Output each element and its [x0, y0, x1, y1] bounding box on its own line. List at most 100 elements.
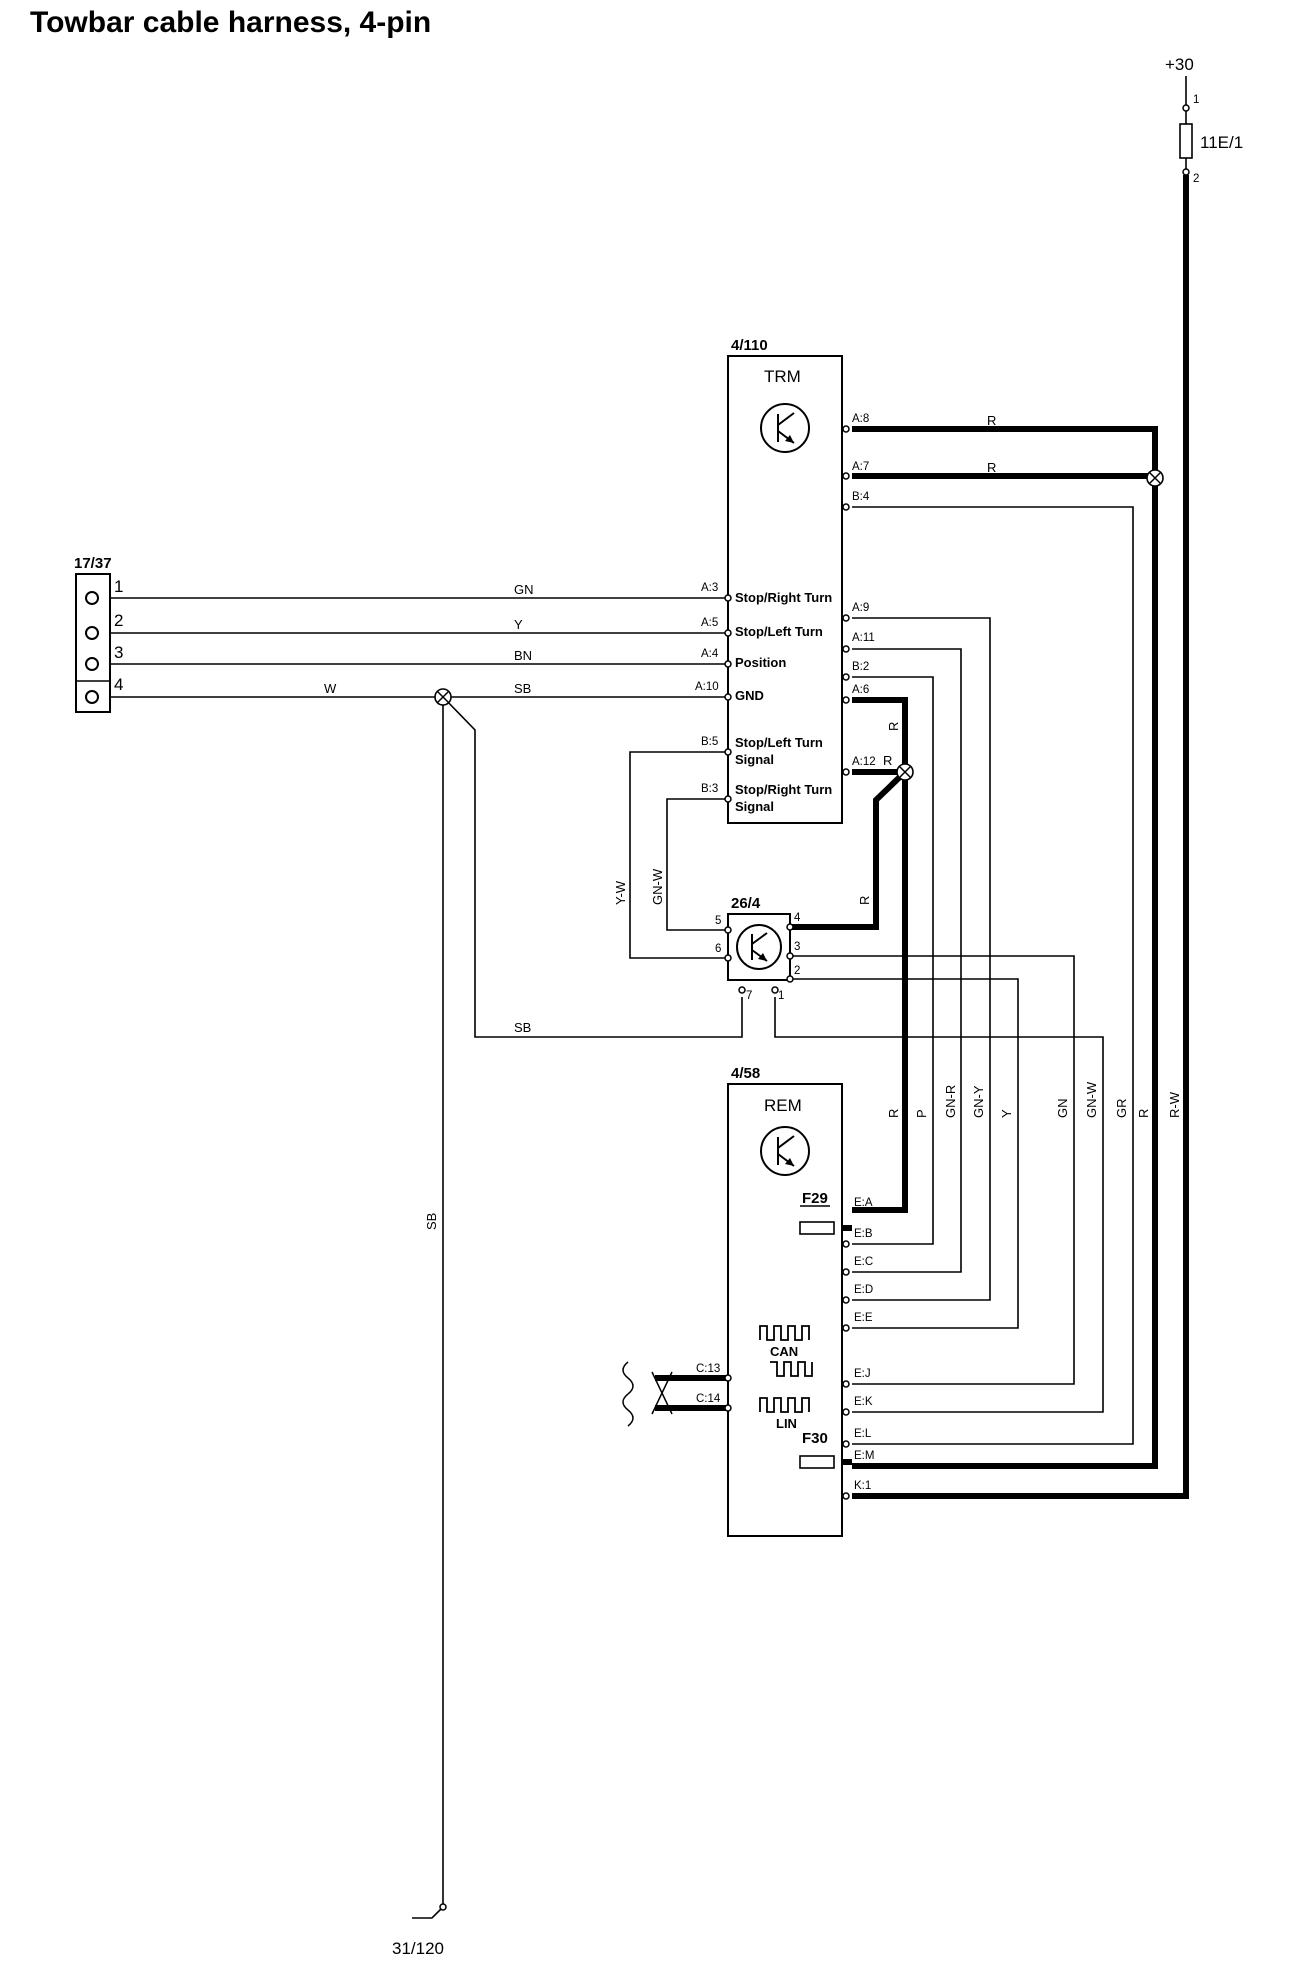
- rem-pin-ea: E:A: [854, 1197, 873, 1209]
- trm-pin-a9: A:9: [852, 602, 869, 614]
- wire-label-gnw-ek: GN-W: [1084, 1081, 1099, 1118]
- wire-label-r-ea: R: [886, 1109, 901, 1118]
- trm-func-signal-2: Signal: [735, 799, 774, 814]
- lin-bus-icon: [759, 1397, 810, 1413]
- fuse-f30-label: F30: [802, 1430, 828, 1447]
- rem-pin-em: E:M: [854, 1450, 874, 1462]
- diagram-title: Towbar cable harness, 4-pin: [30, 6, 431, 39]
- relay-26-4: 26/4 5 6 4 3 2 7 1: [715, 895, 801, 1002]
- ground-label: 31/120: [392, 1939, 444, 1958]
- trm-func-signal-1: Signal: [735, 752, 774, 767]
- trm-pin-a8: A:8: [852, 413, 869, 425]
- splice-sb: [434, 688, 452, 706]
- trm-pin-a6: A:6: [852, 684, 869, 696]
- fuse-f29: [799, 1221, 835, 1235]
- trm-func-position: Position: [735, 655, 786, 670]
- connector-ref: 17/37: [74, 555, 112, 572]
- trm-pin-a7: A:7: [852, 461, 869, 473]
- trm-pin-a11: A:11: [852, 632, 875, 644]
- relay-pin-3: 3: [794, 941, 800, 953]
- trm-func-stop-left: Stop/Left Turn: [735, 624, 823, 639]
- trm-pin-a5: A:5: [701, 617, 718, 629]
- rem-pin-ed: E:D: [854, 1284, 873, 1296]
- wire-label-r-a12: R: [883, 753, 892, 768]
- rem-pin-ej: E:J: [854, 1368, 871, 1380]
- fuse-label: 11E/1: [1200, 133, 1243, 152]
- rem-pin-dots: [724, 1240, 850, 1500]
- wire-label-gn: GN: [514, 582, 534, 597]
- lin-label: LIN: [776, 1416, 797, 1431]
- trm-func-stop-right: Stop/Right Turn: [735, 590, 832, 605]
- fuse-f29-label: F29: [802, 1190, 828, 1207]
- trm-func-gnd: GND: [735, 688, 764, 703]
- wire-label-yw: Y-W: [613, 880, 628, 905]
- power-label: +30: [1165, 55, 1194, 74]
- wire-label-w: W: [324, 681, 337, 696]
- fuse-11e1: [1179, 123, 1193, 159]
- rem-module: 4/58 REM F29 F30 CAN LIN C:13 C:14 E:: [696, 1065, 874, 1537]
- wire-label-gny: GN-Y: [971, 1085, 986, 1118]
- splice-r-top: [1146, 469, 1164, 487]
- connector-pin-1: 1: [114, 577, 123, 596]
- wire-label-r-a7: R: [987, 460, 996, 475]
- splice-points: [434, 469, 1164, 1911]
- trm-pin-a4: A:4: [701, 648, 719, 660]
- fuse-f30: [799, 1455, 835, 1469]
- trm-ref: 4/110: [731, 337, 768, 354]
- trm-pin-a3: A:3: [701, 582, 718, 594]
- connector-17-37: 17/37 1 2 3 4: [74, 555, 123, 713]
- can-label: CAN: [770, 1344, 798, 1359]
- trm-pin-b4: B:4: [852, 491, 870, 503]
- relay-pin-5: 5: [715, 915, 721, 927]
- rem-name: REM: [764, 1096, 802, 1115]
- wire-label-gnr: GN-R: [943, 1085, 958, 1118]
- connector-pin-3: 3: [114, 643, 123, 662]
- rem-pin-el: E:L: [854, 1428, 872, 1440]
- trm-pin-b5: B:5: [701, 736, 718, 748]
- wire-label-rw: R-W: [1167, 1091, 1182, 1118]
- relay-pin-4: 4: [794, 912, 801, 924]
- relay-pin-7: 7: [746, 990, 752, 1002]
- rem-transistor-icon: [760, 1126, 810, 1176]
- connector-pin-2: 2: [114, 611, 123, 630]
- wire-labels: GN Y BN W SB SB R R R R R Y-W GN-W R P G…: [324, 413, 1182, 1230]
- trm-pin-a10: A:10: [695, 681, 719, 693]
- wire-label-gr: GR: [1114, 1099, 1129, 1119]
- rem-pin-c14: C:14: [696, 1393, 721, 1405]
- trm-func-stop-right-signal: Stop/Right Turn: [735, 782, 832, 797]
- thin-wires: [110, 506, 1134, 1919]
- power-supply: +30 1 11E/1 2: [1165, 55, 1243, 185]
- wire-label-r-a8: R: [987, 413, 996, 428]
- wire-label-y: Y: [514, 617, 523, 632]
- wire-label-r-relay: R: [857, 896, 872, 905]
- relay-ref: 26/4: [731, 895, 761, 912]
- connector-pin-4: 4: [114, 675, 123, 694]
- rem-pin-ee: E:E: [854, 1312, 873, 1324]
- trm-pin-b3: B:3: [701, 783, 718, 795]
- fuse-pin-2: 2: [1193, 173, 1199, 185]
- relay-pin-1: 1: [778, 990, 784, 1002]
- trm-name: TRM: [764, 367, 801, 386]
- splice-r-middle: [896, 763, 914, 781]
- rem-pin-k1: K:1: [854, 1480, 871, 1492]
- wire-label-bn: BN: [514, 648, 532, 663]
- wire-label-p: P: [914, 1109, 929, 1118]
- wire-label-gnw-relay: GN-W: [650, 868, 665, 905]
- wire-label-y-ee: Y: [999, 1109, 1014, 1118]
- relay-transistor-icon: [736, 924, 782, 970]
- trm-pin-a12: A:12: [852, 756, 876, 768]
- wire-label-sb-ground: SB: [424, 1213, 439, 1230]
- ground-terminal: [439, 1903, 447, 1911]
- fuse-pin-1: 1: [1193, 94, 1199, 106]
- relay-pin-dots: [724, 923, 794, 994]
- wire-label-r-a6: R: [886, 722, 901, 731]
- trm-pin-dots: [724, 425, 850, 803]
- rem-ref: 4/58: [731, 1065, 760, 1082]
- relay-pin-2: 2: [794, 965, 800, 977]
- rem-pin-ek: E:K: [854, 1396, 873, 1408]
- wire-label-sb-relay: SB: [514, 1020, 531, 1035]
- twisted-pair-icon: [622, 1361, 673, 1427]
- rem-pin-c13: C:13: [696, 1363, 720, 1375]
- trm-transistor-icon: [760, 403, 810, 453]
